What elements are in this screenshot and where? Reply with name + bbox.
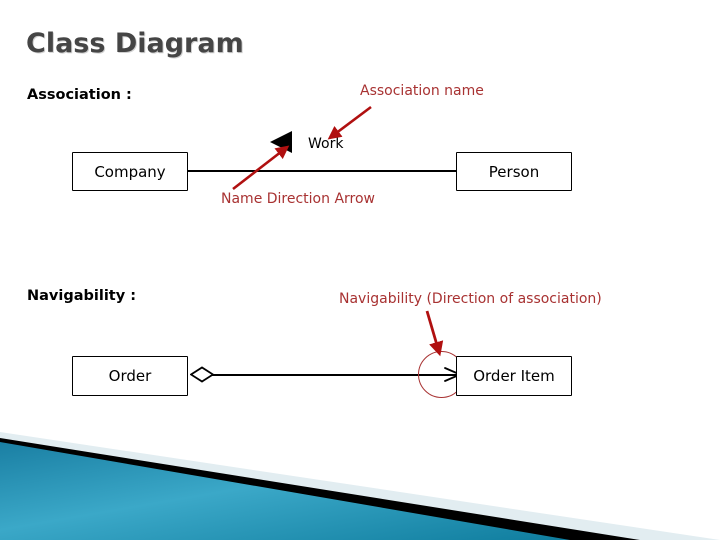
slide-corner-decoration: [0, 410, 720, 540]
class-box-person-label: Person: [488, 162, 540, 181]
annotation-name-direction-arrow: Name Direction Arrow: [221, 191, 375, 207]
class-box-order: Order: [72, 356, 188, 396]
hollow-diamond-icon: [189, 366, 215, 383]
section-label-navigability: Navigability :: [27, 288, 137, 304]
annotation-association-name: Association name: [360, 83, 484, 99]
class-box-order-label: Order: [108, 367, 152, 385]
class-box-order-item: Order Item: [456, 356, 572, 396]
page-title: Class Diagram: [26, 28, 244, 59]
association-connector-line: [188, 170, 456, 172]
annotation-navigability: Navigability (Direction of association): [339, 291, 602, 307]
navigability-connector-line: [212, 374, 460, 377]
class-box-company: Company: [72, 152, 188, 191]
section-label-association: Association :: [27, 87, 132, 103]
deco-teal-triangle: [0, 442, 570, 540]
arrow-association-name-pointer: [327, 105, 372, 140]
class-box-company-label: Company: [94, 162, 166, 181]
arrow-name-direction-pointer: [232, 145, 290, 191]
class-box-person: Person: [456, 152, 572, 191]
association-name-label: Work: [308, 136, 344, 152]
class-box-order-item-label: Order Item: [473, 367, 555, 385]
name-direction-triangle-icon: [270, 131, 292, 153]
arrow-navigability-pointer: [425, 310, 444, 357]
